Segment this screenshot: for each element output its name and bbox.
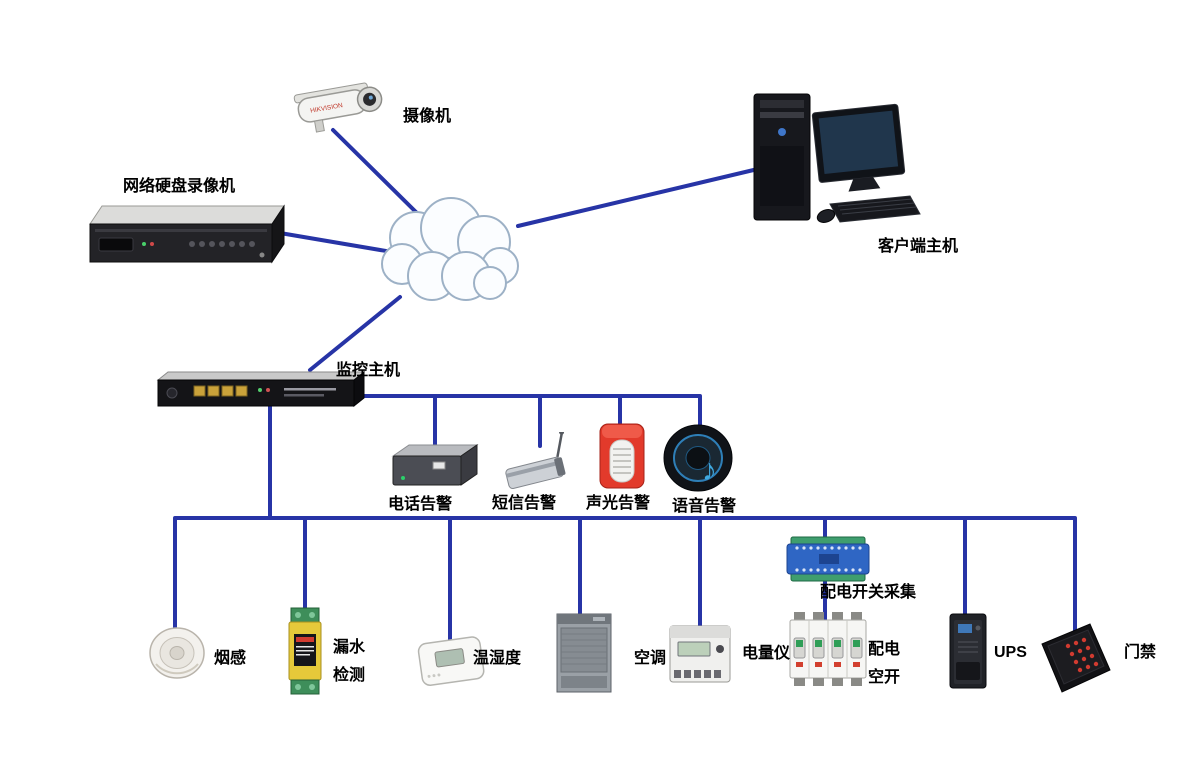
nvr-icon [86,198,286,275]
ups-icon [942,612,994,697]
power-meter-icon [664,624,736,695]
client-host-icon [742,88,922,245]
air-conditioner-label: 空调 [634,650,667,667]
client-host-label: 客户端主机 [878,238,959,255]
connection-line [358,394,702,454]
voice-alarm-label: 语音告警 [672,498,737,515]
power-breaker-label-line2: 空开 [868,669,901,686]
ups-label: UPS [994,644,1027,661]
monitor-host-label: 监控主机 [336,362,401,379]
camera-label: 摄像机 [403,108,452,125]
power-collector-label: 配电开关采集 [820,584,917,601]
camera-icon: HIKVISION [288,72,400,141]
sound-light-alarm-icon [590,416,654,501]
sms-alarm-label: 短信告警 [492,495,557,512]
music-note-icon: ♪ [702,454,717,487]
door-access-icon [1034,620,1116,703]
water-leak-label-line1: 漏水 [333,639,366,656]
voice-alarm-icon: ♪ [660,420,736,501]
nvr-label: 网络硬盘录像机 [123,178,236,195]
power-collector-icon [783,534,873,589]
connection-line [516,166,764,228]
connection-line [308,295,402,372]
connection-line [278,231,400,255]
smoke-sensor-label: 烟感 [214,650,247,667]
door-access-label: 门禁 [1124,644,1157,661]
monitor-host-icon [156,368,366,419]
water-leak-label-line2: 检测 [333,667,366,684]
power-breaker-label-line1: 配电 [868,641,901,658]
water-leak-label: 漏水 检测 [333,634,365,690]
air-conditioner-icon [553,612,615,701]
sms-alarm-icon [498,429,578,497]
temp-humidity-label: 温湿度 [473,650,522,667]
water-leak-icon [283,606,327,703]
phone-alarm-icon [387,440,483,497]
power-breaker-label: 配电 空开 [868,636,900,692]
sound-light-alarm-label: 声光告警 [586,495,651,512]
temp-humidity-icon [412,628,492,697]
power-meter-label: 电量仪 [742,645,791,662]
network-cloud-icon [366,190,528,317]
power-breaker-icon [788,610,868,693]
phone-alarm-label: 电话告警 [388,496,453,513]
connection-line [331,128,426,222]
smoke-sensor-icon [148,626,206,687]
